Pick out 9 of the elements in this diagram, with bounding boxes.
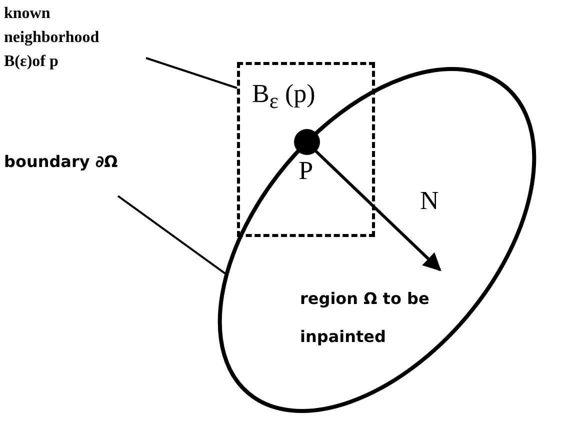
arrow xyxy=(314,150,442,272)
neighborhood-label: B$_{ε}$ (p) xyxy=(252,79,316,114)
region-label: region Ω to be inpainted xyxy=(300,288,430,348)
point-label: P xyxy=(298,156,314,186)
leader-line xyxy=(146,57,238,89)
leader-line xyxy=(117,195,228,276)
boundary-caption: boundary ∂Ω xyxy=(4,150,144,174)
neighborhood-caption: known neighborhood B(ε)of p xyxy=(4,2,144,74)
point-dot xyxy=(294,129,320,156)
